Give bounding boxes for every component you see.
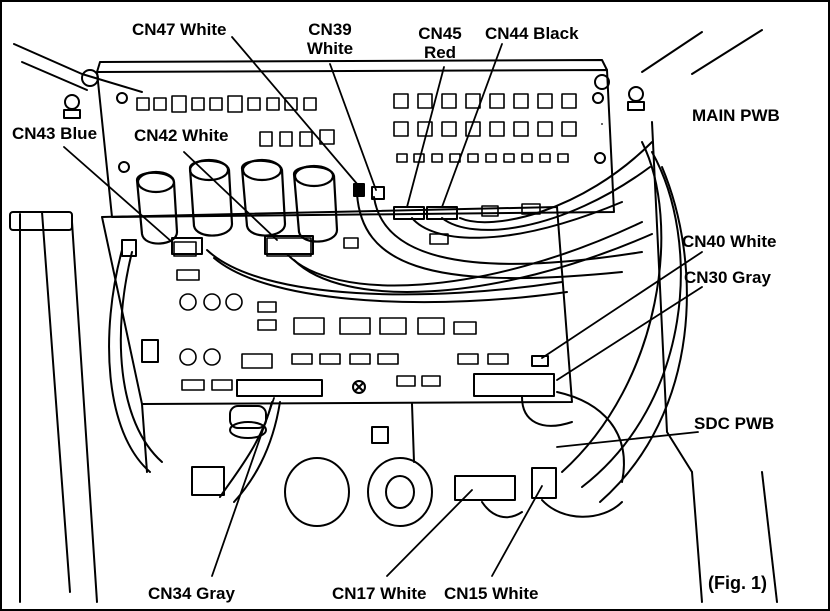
- label-cn40: CN40 White: [682, 232, 777, 251]
- label-cn39: CN39 White: [300, 20, 360, 58]
- label-cn34: CN34 Gray: [148, 584, 235, 603]
- label-cn17: CN17 White: [332, 584, 427, 603]
- label-sdc-pwb: SDC PWB: [694, 414, 775, 433]
- chassis: [9, 29, 778, 603]
- label-cn39-line2: White: [306, 39, 354, 58]
- label-cn39-line1: CN39: [308, 20, 352, 39]
- label-cn15: CN15 White: [444, 584, 539, 603]
- label-cn45-line2: Red: [423, 43, 457, 62]
- label-cn42: CN42 White: [134, 126, 229, 145]
- leader-lines: [63, 36, 703, 577]
- label-cn45: CN45 Red: [410, 24, 470, 62]
- label-cn47: CN47 White: [132, 20, 227, 39]
- label-cn45-line1: CN45: [418, 24, 462, 43]
- label-main-pwb: MAIN PWB: [692, 106, 780, 125]
- label-cn30: CN30 Gray: [684, 268, 771, 287]
- lower-components: [141, 403, 557, 527]
- figure-caption: (Fig. 1): [708, 573, 767, 593]
- label-cn44: CN44 Black: [485, 24, 579, 43]
- wire-harnesses: [108, 141, 688, 519]
- sdc-pwb-board: [101, 206, 573, 405]
- label-cn43: CN43 Blue: [12, 124, 98, 143]
